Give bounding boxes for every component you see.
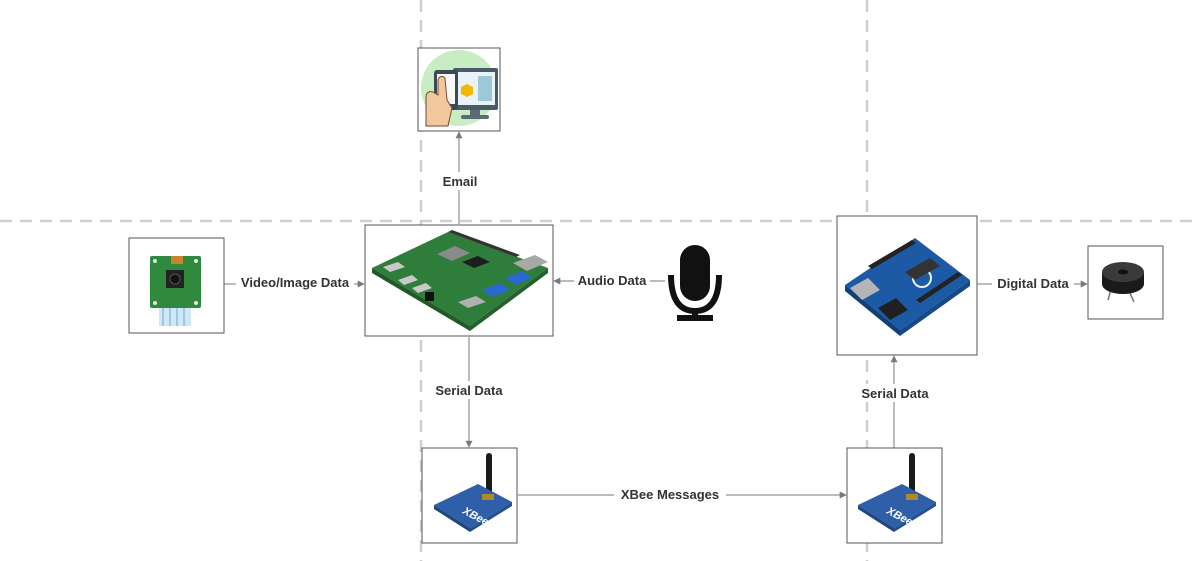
xbee-left-node: XBee (421, 447, 518, 544)
xbee-right-module-icon: XBee (858, 453, 936, 532)
xbee-left-module-icon: XBee (434, 453, 512, 532)
microphone-icon (668, 245, 722, 321)
arduino-node (836, 215, 978, 356)
raspberry-pi-board-icon (372, 230, 548, 331)
user-device-icon (421, 50, 498, 127)
xbee-right-node: XBee (846, 447, 943, 544)
buzzer-node (1087, 245, 1164, 320)
label-video-image-data: Video/Image Data (241, 275, 350, 290)
label-email: Email (443, 174, 478, 189)
label-audio-data: Audio Data (578, 273, 647, 288)
user-device-node (417, 47, 501, 132)
camera-module-icon (150, 256, 201, 326)
label-xbee-messages: XBee Messages (621, 487, 719, 502)
buzzer-icon (1102, 262, 1144, 303)
connector-labels: Email Video/Image Data Audio Data Serial… (236, 172, 1074, 504)
label-digital-data: Digital Data (997, 276, 1069, 291)
arduino-board-icon (845, 238, 970, 336)
label-serial-data-left: Serial Data (435, 383, 503, 398)
camera-node (128, 237, 225, 334)
raspberry-pi-node (364, 224, 554, 337)
label-serial-data-right: Serial Data (861, 386, 929, 401)
